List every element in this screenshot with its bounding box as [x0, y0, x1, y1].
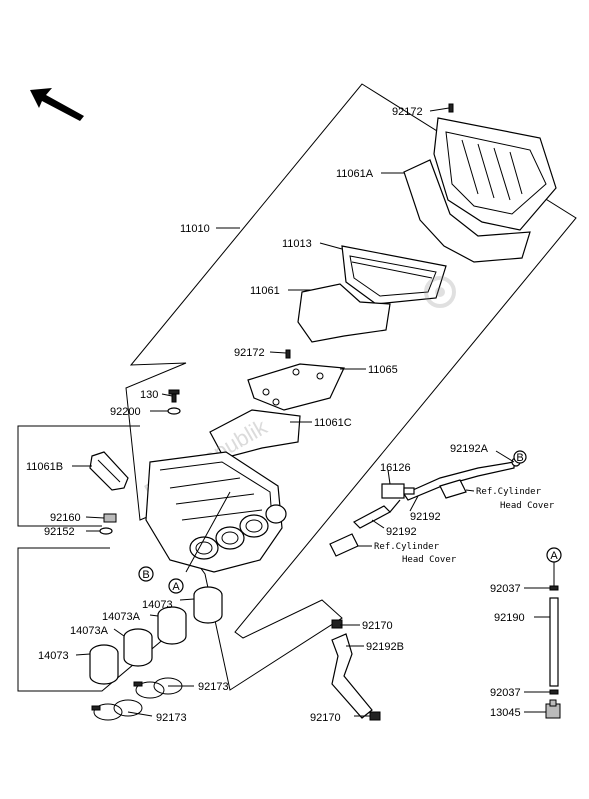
label-92037-b: 92037	[490, 687, 521, 699]
hose-92192	[353, 499, 401, 529]
filter-frame	[341, 245, 447, 305]
fitting-ref1	[439, 479, 467, 499]
label-130: 130	[140, 389, 158, 401]
label-16126: 16126	[380, 462, 411, 474]
screw-130	[168, 389, 180, 403]
screw-92172-mid	[285, 349, 291, 359]
screw-92172-top	[448, 103, 454, 113]
leader-lines	[72, 107, 555, 717]
front-direction-arrow-icon	[30, 88, 84, 121]
plate-11065	[247, 363, 345, 411]
label-14073-a: 14073	[142, 599, 173, 611]
clamps-92173-lower	[91, 699, 143, 721]
label-92172-top: 92172	[392, 106, 423, 118]
label-92173-a: 92173	[198, 681, 229, 693]
grommet-92160	[103, 513, 117, 523]
label-11061: 11061	[250, 285, 280, 297]
plug-13045	[545, 699, 561, 719]
label-92170-a: 92170	[362, 620, 393, 632]
upper-cover	[403, 117, 557, 263]
label-11013: 11013	[282, 238, 312, 250]
valve-16126	[381, 483, 415, 499]
svg-text:A: A	[172, 581, 180, 593]
label-92172-mid: 92172	[234, 347, 265, 359]
label-92173-b: 92173	[156, 712, 187, 724]
washer-92200	[167, 407, 181, 415]
gasket-11061	[297, 283, 391, 343]
label-11065: 11065	[368, 364, 398, 376]
duct-14073-a	[193, 586, 223, 624]
label-92190: 92190	[494, 612, 525, 624]
label-92037-a: 92037	[490, 583, 521, 595]
lower-left-bracket-frame	[17, 547, 173, 692]
label-92192B: 92192B	[366, 641, 404, 653]
ref-note-2-line2: Head Cover	[402, 555, 457, 565]
watermark-logo	[424, 276, 456, 308]
duct-14073-b	[89, 644, 119, 685]
clip-92037-b	[549, 689, 559, 695]
label-14073A-a: 14073A	[102, 611, 141, 623]
ref-note-1-line1: Ref.Cylinder	[476, 487, 542, 497]
ref-note-2-line1: Ref.Cylinder	[374, 542, 440, 552]
label-92192-a: 92192	[410, 511, 441, 523]
duct-14073A-b	[123, 628, 153, 667]
label-92192-b: 92192	[386, 526, 417, 538]
ref-note-1-line2: Head Cover	[500, 501, 555, 511]
label-92192A: 92192A	[450, 443, 489, 455]
label-92200: 92200	[110, 406, 141, 418]
clamp-92170-b	[369, 711, 381, 721]
marker-B2: B	[513, 450, 527, 464]
clamps-92173-upper	[133, 677, 183, 699]
clip-92037-a	[549, 585, 559, 591]
clamp-92170-a	[331, 619, 343, 629]
duct-14073A-a	[157, 606, 187, 645]
collar-92152	[99, 527, 113, 535]
label-11061B: 11061B	[26, 461, 63, 473]
marker-A2: A	[546, 547, 562, 563]
label-13045: 13045	[490, 707, 521, 719]
lower-air-case	[145, 451, 287, 573]
marker-B1: B	[138, 566, 154, 582]
seal-11061B	[89, 451, 129, 491]
fitting-ref2	[329, 533, 359, 557]
assembly-frame-outline	[125, 83, 577, 691]
svg-text:B: B	[142, 569, 149, 581]
label-92152: 92152	[44, 526, 75, 538]
marker-A1: A	[168, 578, 184, 594]
label-11061C: 11061C	[314, 417, 352, 429]
label-11061A: 11061A	[336, 168, 374, 180]
label-14073-b: 14073	[38, 650, 69, 662]
label-14073A-b: 14073A	[70, 625, 109, 637]
svg-text:A: A	[550, 550, 558, 562]
svg-text:B: B	[516, 452, 523, 464]
label-92170-b: 92170	[310, 712, 341, 724]
label-11010: 11010	[180, 223, 210, 235]
label-92160: 92160	[50, 512, 81, 524]
left-bracket-frame	[17, 425, 140, 527]
tube-92190	[549, 597, 559, 687]
hose-92192B	[331, 633, 373, 719]
